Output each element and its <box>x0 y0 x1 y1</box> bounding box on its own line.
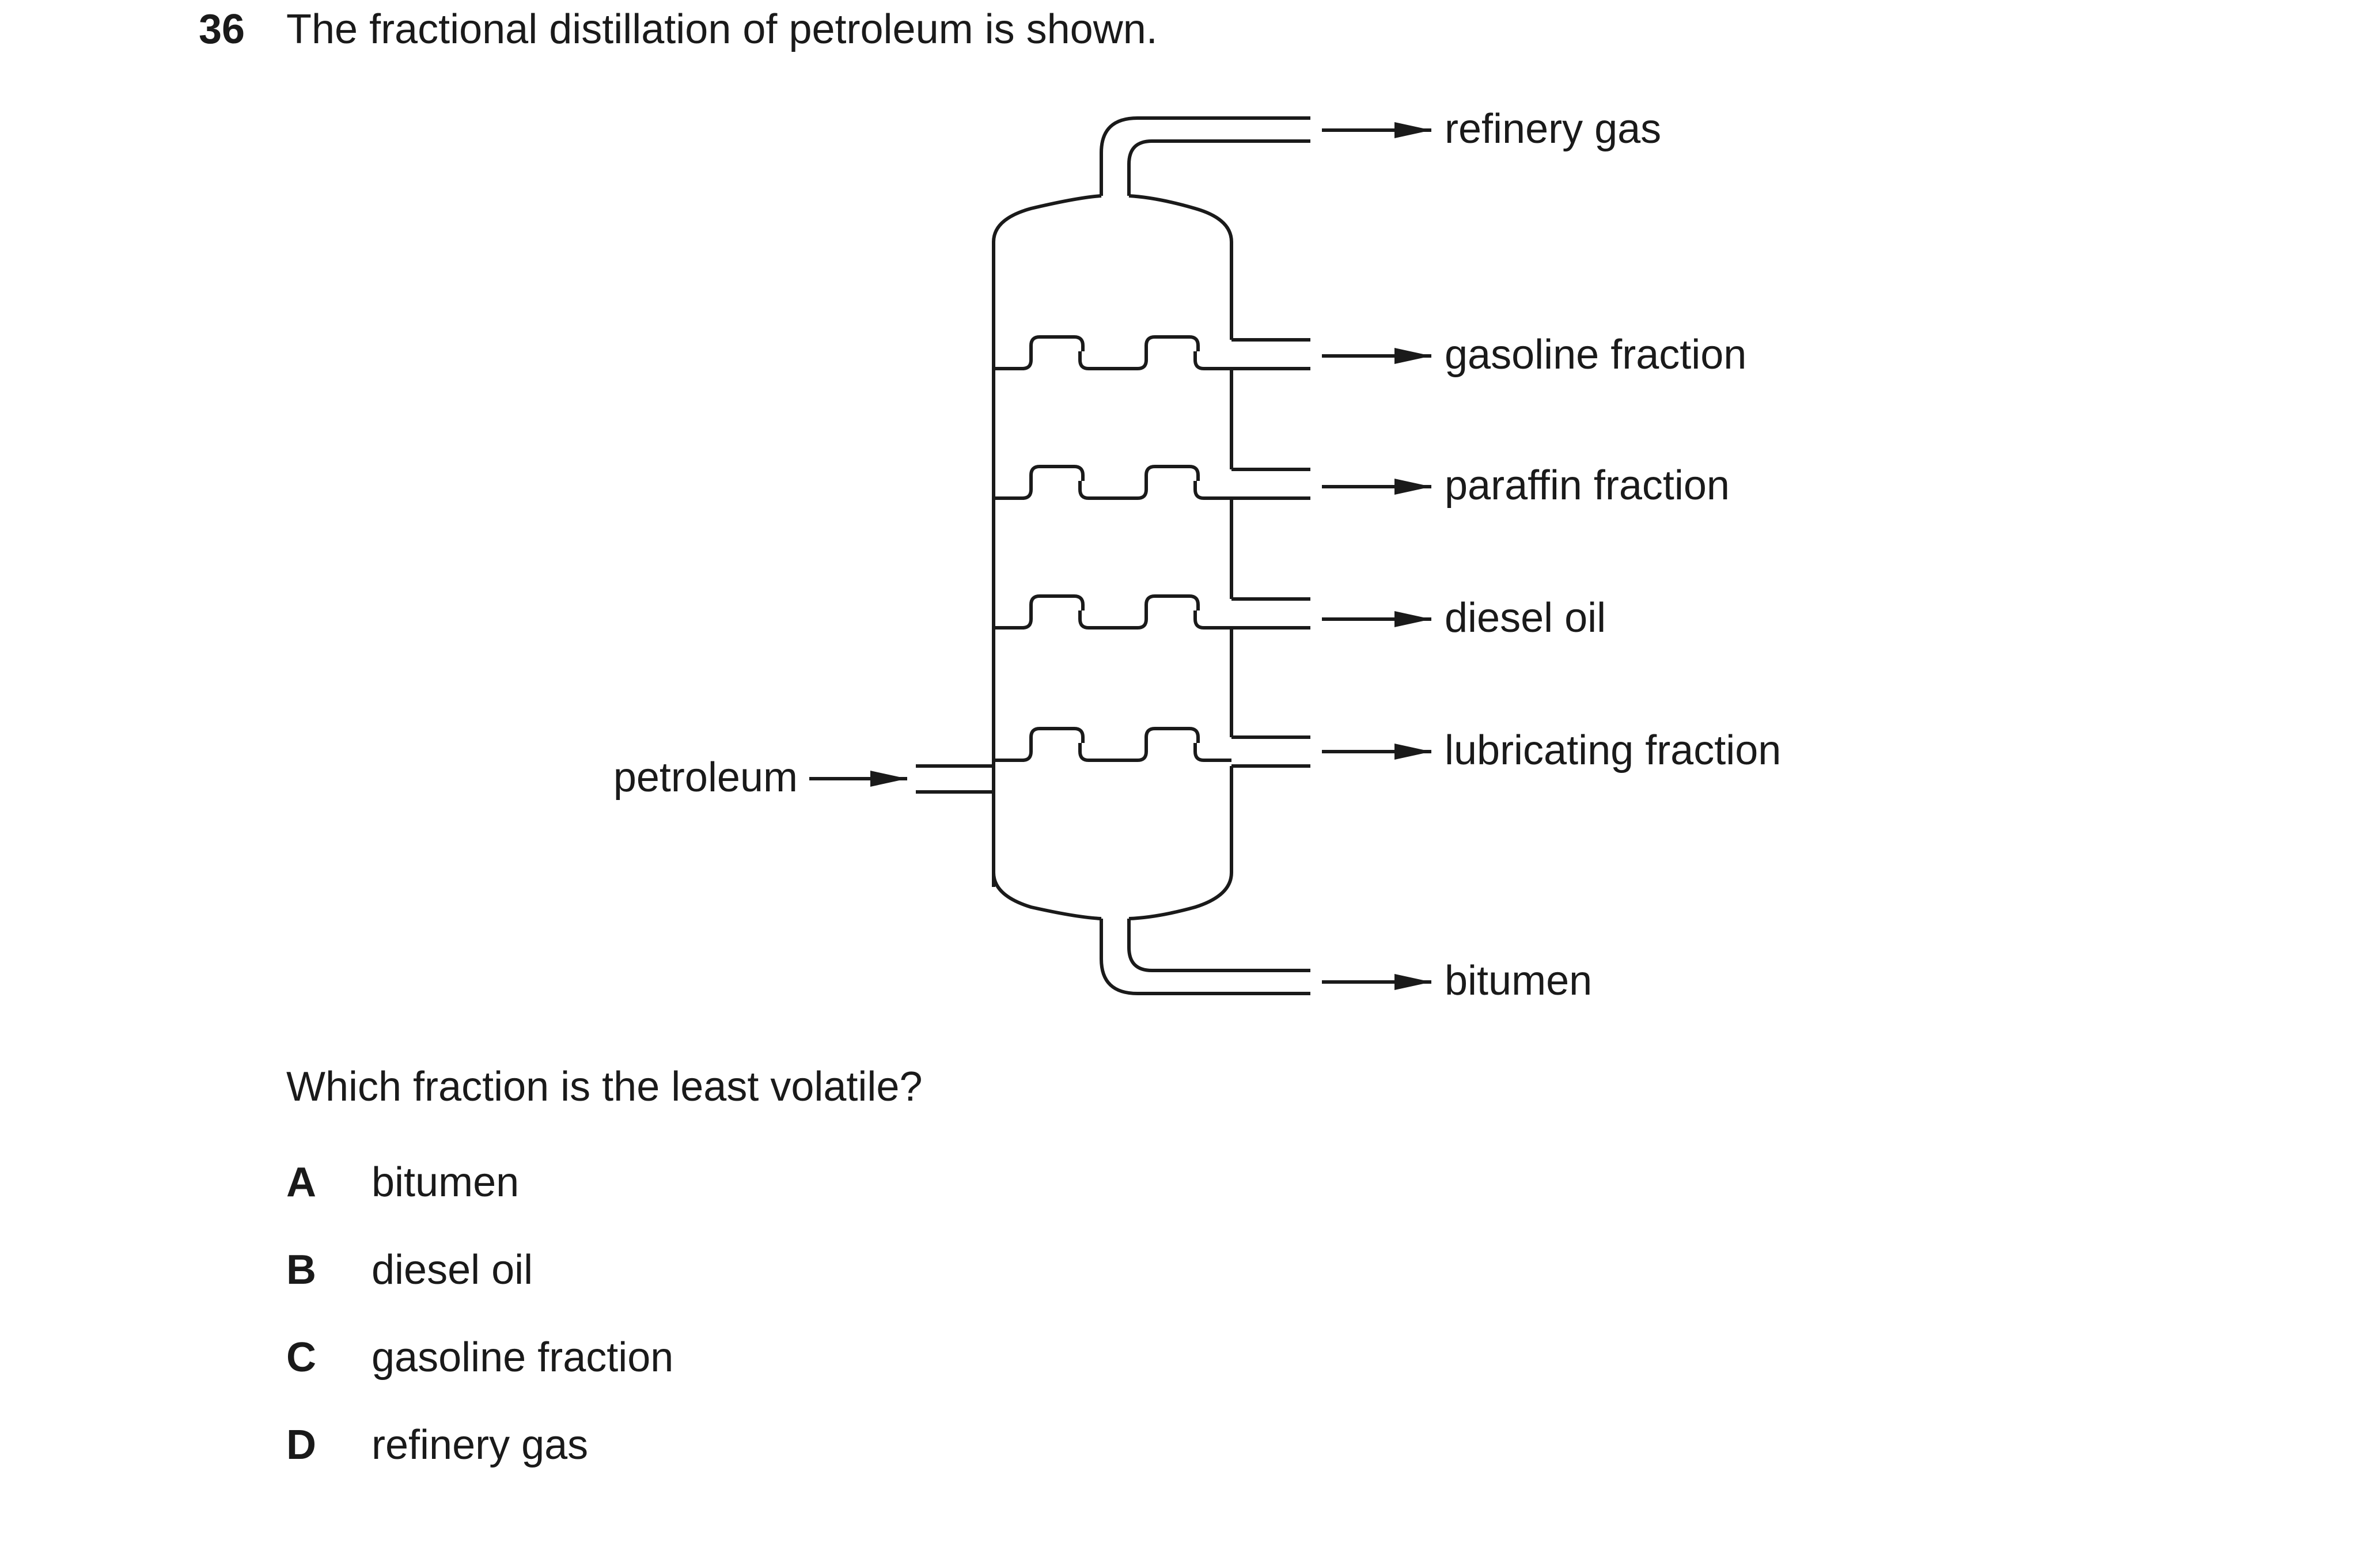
top-pipe <box>1100 116 1310 196</box>
option-a[interactable]: A bitumen <box>286 1157 519 1208</box>
outlet-lubricating <box>1231 735 1310 768</box>
tray-4 <box>994 727 1231 762</box>
tray-1 <box>994 335 1231 370</box>
label-bitumen: bitumen <box>1445 958 1592 1004</box>
distillation-column <box>916 116 1310 995</box>
inlet-pipe <box>916 764 994 794</box>
column-outline <box>992 194 1233 920</box>
bottom-pipe <box>1100 919 1310 995</box>
option-letter: B <box>286 1247 316 1293</box>
option-letter: C <box>286 1334 316 1381</box>
tray-3 <box>994 594 1231 630</box>
option-text: bitumen <box>372 1159 520 1205</box>
outlet-diesel <box>1231 597 1310 630</box>
option-letter: D <box>286 1422 316 1468</box>
label-lubricating-fraction: lubricating fraction <box>1445 727 1781 773</box>
question-prompt: Which fraction is the least volatile? <box>286 1064 923 1110</box>
option-d[interactable]: D refinery gas <box>286 1419 588 1471</box>
label-petroleum: petroleum <box>613 754 798 801</box>
option-letter: A <box>286 1159 316 1205</box>
label-diesel-oil: diesel oil <box>1445 595 1606 641</box>
flow-arrows <box>809 122 1431 990</box>
outlet-gasoline <box>1231 338 1310 370</box>
option-c[interactable]: C gasoline fraction <box>286 1332 673 1383</box>
tray-2 <box>994 465 1231 500</box>
label-refinery-gas: refinery gas <box>1445 106 1661 152</box>
label-paraffin-fraction: paraffin fraction <box>1445 462 1730 509</box>
label-gasoline-fraction: gasoline fraction <box>1445 332 1746 378</box>
option-b[interactable]: B diesel oil <box>286 1244 533 1296</box>
option-text: diesel oil <box>372 1247 533 1293</box>
option-text: gasoline fraction <box>372 1334 674 1381</box>
question-number: 36 <box>199 6 245 52</box>
question-text: The fractional distillation of petroleum… <box>286 6 1158 52</box>
outlet-paraffin <box>1231 468 1310 500</box>
option-text: refinery gas <box>372 1422 589 1468</box>
